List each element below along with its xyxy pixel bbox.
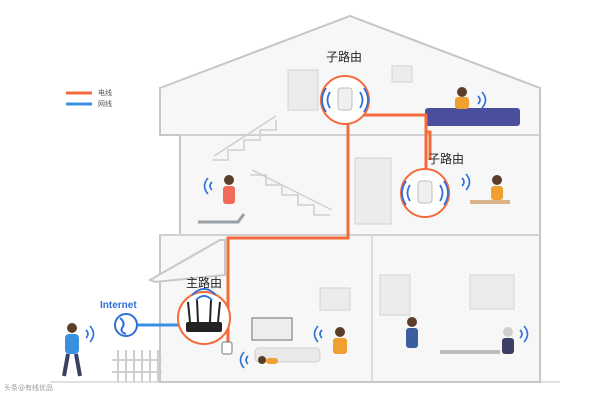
- resident-figures: [223, 87, 514, 364]
- desk: [470, 200, 510, 204]
- sub-router-top: [320, 75, 370, 125]
- wifi-icon: [191, 288, 217, 301]
- tv: [251, 317, 293, 341]
- wifi-signals: [203, 91, 529, 369]
- wifi-icon: [313, 325, 323, 343]
- inner-walls: [160, 134, 540, 382]
- legend-ethernet-label: 网线: [98, 100, 112, 108]
- decor-windows: [287, 65, 515, 316]
- wifi-icon: [461, 173, 471, 191]
- wifi-icon: [239, 351, 249, 369]
- person-icon: [62, 323, 95, 377]
- sub-router-right-label: 子路由: [428, 152, 465, 166]
- powerline-adapter-icon: [337, 87, 353, 111]
- staircase: [212, 115, 333, 216]
- internet-label: Internet: [100, 300, 137, 311]
- router-icon: [186, 322, 222, 332]
- main-router: [177, 288, 231, 345]
- sub-router-top-label: 子路由: [326, 50, 363, 64]
- fence: [112, 350, 162, 382]
- powerline-adapter-icon: [221, 341, 233, 355]
- main-router-label: 主路由: [186, 276, 223, 290]
- powerline-adapter-icon: [417, 180, 433, 204]
- wifi-icon: [321, 87, 331, 113]
- wifi-icon: [519, 325, 529, 343]
- globe-icon: [114, 313, 138, 337]
- wifi-icon: [359, 87, 369, 113]
- wifi-icon: [439, 180, 449, 206]
- wifi-icon: [477, 91, 487, 109]
- bed: [425, 108, 520, 126]
- wifi-icon: [203, 177, 213, 195]
- wifi-icon: [401, 180, 411, 206]
- treadmill: [198, 213, 246, 224]
- legend-power-label: 电线: [98, 89, 112, 97]
- dining-table: [440, 350, 500, 354]
- power-line: [226, 113, 432, 342]
- watermark: 头条@有线优品: [4, 384, 53, 392]
- sub-router-right: [400, 168, 450, 218]
- wifi-icon: [85, 325, 95, 343]
